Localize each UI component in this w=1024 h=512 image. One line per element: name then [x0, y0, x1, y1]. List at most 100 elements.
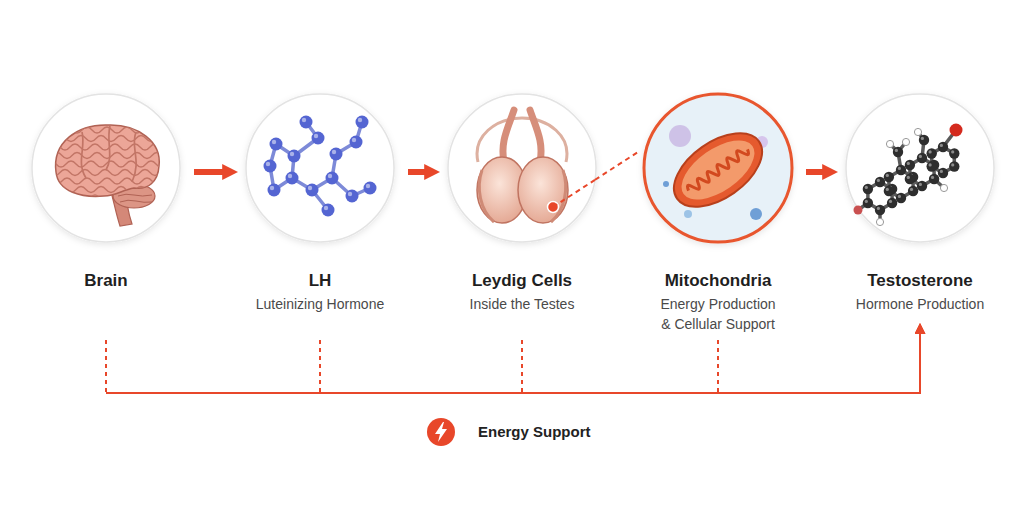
- testes-illustration: [548, 202, 559, 213]
- molecule-illustration: [931, 176, 934, 179]
- molecule-illustration: [356, 116, 369, 129]
- process-node: Leydig CellsInside the Testes: [442, 92, 602, 340]
- molecule-illustration: [366, 184, 370, 188]
- molecule-illustration: [898, 167, 901, 170]
- node-subtitle: Inside the Testes: [442, 294, 602, 314]
- molecule-illustration: [272, 140, 276, 144]
- molecule-illustration: [929, 174, 939, 184]
- molecule-illustration: [896, 165, 906, 175]
- molecule-illustration: [346, 190, 359, 203]
- molecule-illustration: [288, 150, 301, 163]
- connector-line: [717, 340, 719, 393]
- molecule-illustration: [919, 155, 922, 158]
- molecule-illustration: [846, 94, 994, 242]
- molecule-illustration: [332, 150, 336, 154]
- connector-line: [320, 331, 920, 393]
- molecule-illustration: [302, 118, 306, 122]
- molecule-illustration: [877, 207, 880, 210]
- node-title: Brain: [26, 270, 186, 292]
- testes-illustration: [518, 157, 568, 223]
- node-title: Mitochondria: [638, 270, 798, 292]
- brain-illustration: [46, 136, 186, 142]
- molecule-illustration: [306, 184, 319, 197]
- molecule-illustration: [270, 186, 274, 190]
- brain-illustration: [42, 126, 190, 201]
- mitochondria-illustration: [672, 129, 765, 212]
- connector-line: [106, 331, 920, 393]
- molecule-illustration: [863, 198, 873, 208]
- molecule-illustration: [358, 118, 362, 122]
- molecule-illustration: [875, 177, 885, 187]
- molecule-illustration: [288, 174, 292, 178]
- molecule-illustration: [929, 163, 932, 166]
- molecule-illustration: [951, 150, 954, 153]
- brain-illustration: [118, 194, 152, 202]
- molecule-illustration: [907, 176, 910, 179]
- molecule-illustration: [854, 206, 863, 215]
- molecule-illustration: [896, 193, 906, 203]
- molecule-illustration: [328, 174, 332, 178]
- brain-illustration: [50, 170, 190, 176]
- lightning-icon: [427, 418, 455, 446]
- mitochondria-illustration: [661, 118, 775, 221]
- molecule-illustration: [264, 160, 277, 173]
- connector: [106, 331, 920, 393]
- molecule-illustration: [950, 124, 963, 137]
- process-node: MitochondriaEnergy Production & Cellular…: [638, 92, 798, 340]
- brain-illustration: [32, 94, 180, 242]
- molecule-illustration: [908, 186, 918, 196]
- molecule-illustration: [919, 183, 922, 186]
- molecule-illustration: [240, 92, 400, 244]
- brain-illustration: [46, 187, 186, 193]
- connector-line: [718, 331, 920, 393]
- mitochondria-illustration: [661, 118, 775, 221]
- connector-line: [319, 340, 321, 393]
- connector: [194, 172, 227, 173]
- molecule-illustration: [326, 172, 339, 185]
- molecule-illustration: [910, 188, 913, 191]
- molecule-illustration: [350, 136, 363, 149]
- connector: [522, 331, 920, 393]
- molecule-illustration: [270, 138, 283, 151]
- connector-line: [521, 340, 523, 393]
- molecule-illustration: [268, 184, 281, 197]
- brain-illustration: [26, 92, 186, 244]
- molecule-illustration: [322, 204, 335, 217]
- node-title: LH: [240, 270, 400, 292]
- molecule-illustration: [886, 140, 893, 147]
- molecule-illustration: [886, 174, 889, 177]
- brain-illustration: [42, 127, 182, 133]
- node-title: Testosterone: [840, 270, 1000, 292]
- molecule-illustration: [865, 200, 868, 203]
- molecule-illustration: [917, 181, 927, 191]
- connector: [806, 172, 827, 173]
- annotation-label: Energy Support: [478, 422, 591, 442]
- molecule-illustration: [886, 188, 889, 191]
- molecule-illustration: [949, 148, 959, 158]
- connector-line: [595, 152, 638, 180]
- molecule-illustration: [863, 184, 873, 194]
- molecule-illustration: [290, 152, 294, 156]
- molecule-illustration: [940, 144, 943, 147]
- molecule-illustration: [324, 206, 328, 210]
- testes-illustration: [503, 110, 514, 162]
- molecule-illustration: [348, 192, 352, 196]
- molecule-illustration: [898, 195, 901, 198]
- molecule-illustration: [308, 186, 312, 190]
- mitochondria-illustration: [663, 181, 669, 187]
- connector-line: [194, 169, 227, 175]
- testes-illustration: [479, 170, 494, 222]
- molecule-illustration: [884, 172, 894, 182]
- molecule-illustration: [865, 186, 868, 189]
- process-node: TestosteroneHormone Production: [840, 92, 1000, 322]
- molecule-illustration: [938, 168, 948, 178]
- molecule-illustration: [907, 162, 910, 165]
- brain-illustration: [50, 144, 190, 150]
- molecule-illustration: [940, 184, 947, 191]
- connector: [718, 331, 920, 393]
- process-node: Brain: [26, 92, 186, 340]
- molecule-illustration: [270, 122, 370, 210]
- mitochondria-illustration: [638, 92, 798, 244]
- molecule-illustration: [364, 182, 377, 195]
